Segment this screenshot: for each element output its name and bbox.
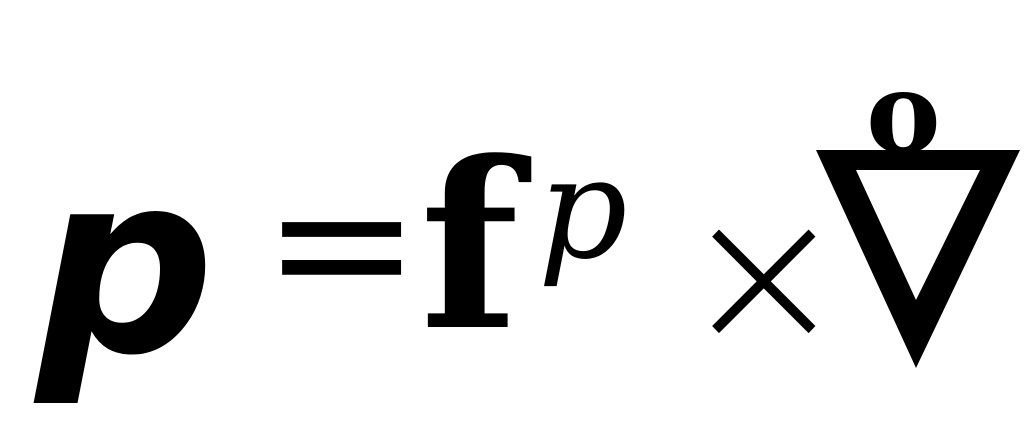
dot-accent: o xyxy=(866,48,941,179)
equals-sign: = xyxy=(262,132,422,353)
superscript-p: p xyxy=(538,128,628,291)
nabla-icon xyxy=(816,150,1020,368)
lhs-p: p xyxy=(36,119,215,410)
times-sign: × xyxy=(680,159,848,392)
f-symbol: f xyxy=(420,112,519,382)
